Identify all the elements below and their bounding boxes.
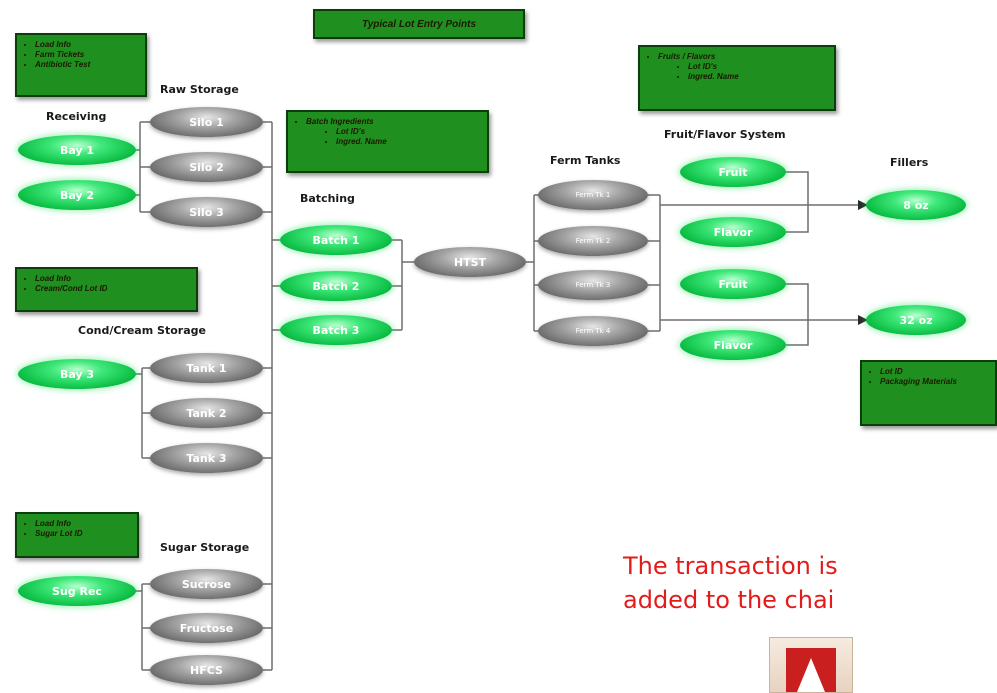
node-bay-1: Bay 1 (18, 135, 136, 165)
diagram-title: Typical Lot Entry Points (313, 9, 525, 39)
node-tank-3: Tank 3 (150, 443, 263, 473)
receiving-label: Receiving (46, 110, 107, 123)
node-tank-1: Tank 1 (150, 353, 263, 383)
node-flavor-1: Flavor (680, 217, 786, 247)
node-htst: HTST (414, 247, 526, 277)
batch-note-main: Batch Ingredients (306, 117, 481, 126)
node-ferm-tk-4: Ferm Tk 4 (538, 316, 648, 346)
sugar-note-item: Sugar Lot ID (35, 529, 131, 538)
node-silo-3: Silo 3 (150, 197, 263, 227)
receiving-note-item: Load Info (35, 40, 139, 49)
overlay-text-line-1: The transaction is (623, 552, 838, 580)
node-hfcs: HFCS (150, 655, 263, 685)
batch-note: Batch Ingredients Lot ID's Ingred. Name (286, 110, 489, 173)
node-flavor-2: Flavor (680, 330, 786, 360)
node-batch-1: Batch 1 (280, 225, 392, 255)
node-ferm-tk-1: Ferm Tk 1 (538, 180, 648, 210)
cond-cream-storage-label: Cond/Cream Storage (78, 324, 206, 337)
sugar-note: Load Info Sugar Lot ID (15, 512, 139, 558)
fruit-note-main: Fruits / Flavors (658, 52, 828, 61)
node-fructose: Fructose (150, 613, 263, 643)
sugar-storage-label: Sugar Storage (160, 541, 250, 554)
node-silo-1: Silo 1 (150, 107, 263, 137)
node-bay-3: Bay 3 (18, 359, 136, 389)
node-ferm-tk-2: Ferm Tk 2 (538, 226, 648, 256)
sugar-note-item: Load Info (35, 519, 131, 528)
ferm-tanks-label: Ferm Tanks (550, 154, 621, 167)
node-batch-2: Batch 2 (280, 271, 392, 301)
cube-arrow-glyph (797, 658, 825, 692)
node-tank-2: Tank 2 (150, 398, 263, 428)
fillers-label: Fillers (890, 156, 929, 169)
node-sucrose: Sucrose (150, 569, 263, 599)
diagram-title-text: Typical Lot Entry Points (361, 18, 477, 30)
receiving-note-item: Farm Tickets (35, 50, 139, 59)
node-batch-3: Batch 3 (280, 315, 392, 345)
fillers-note-item: Lot ID (880, 367, 989, 376)
alert-cube-icon (769, 637, 853, 693)
fruit-note-sub: Ingred. Name (688, 72, 828, 81)
batch-note-sub: Lot ID's (336, 127, 481, 136)
receiving-note-item: Antibiotic Test (35, 60, 139, 69)
batching-label: Batching (300, 192, 355, 205)
node-bay-2: Bay 2 (18, 180, 136, 210)
node-filler-8oz: 8 oz (866, 190, 966, 220)
raw-storage-label: Raw Storage (160, 83, 239, 96)
node-fruit-2: Fruit (680, 269, 786, 299)
overlay-text-line-2: added to the chai (623, 586, 835, 614)
cream-note-item: Cream/Cond Lot ID (35, 284, 190, 293)
cream-note-item: Load Info (35, 274, 190, 283)
fillers-note: Lot ID Packaging Materials (860, 360, 997, 426)
node-ferm-tk-3: Ferm Tk 3 (538, 270, 648, 300)
node-fruit-1: Fruit (680, 157, 786, 187)
cream-note: Load Info Cream/Cond Lot ID (15, 267, 198, 312)
node-filler-32oz: 32 oz (866, 305, 966, 335)
batch-note-sub: Ingred. Name (336, 137, 481, 146)
fillers-note-item: Packaging Materials (880, 377, 989, 386)
node-sug-rec: Sug Rec (18, 576, 136, 606)
fruit-flavor-system-label: Fruit/Flavor System (664, 128, 786, 141)
fruit-note-sub: Lot ID's (688, 62, 828, 71)
node-silo-2: Silo 2 (150, 152, 263, 182)
fruit-note: Fruits / Flavors Lot ID's Ingred. Name (638, 45, 836, 111)
receiving-note: Load Info Farm Tickets Antibiotic Test (15, 33, 147, 97)
